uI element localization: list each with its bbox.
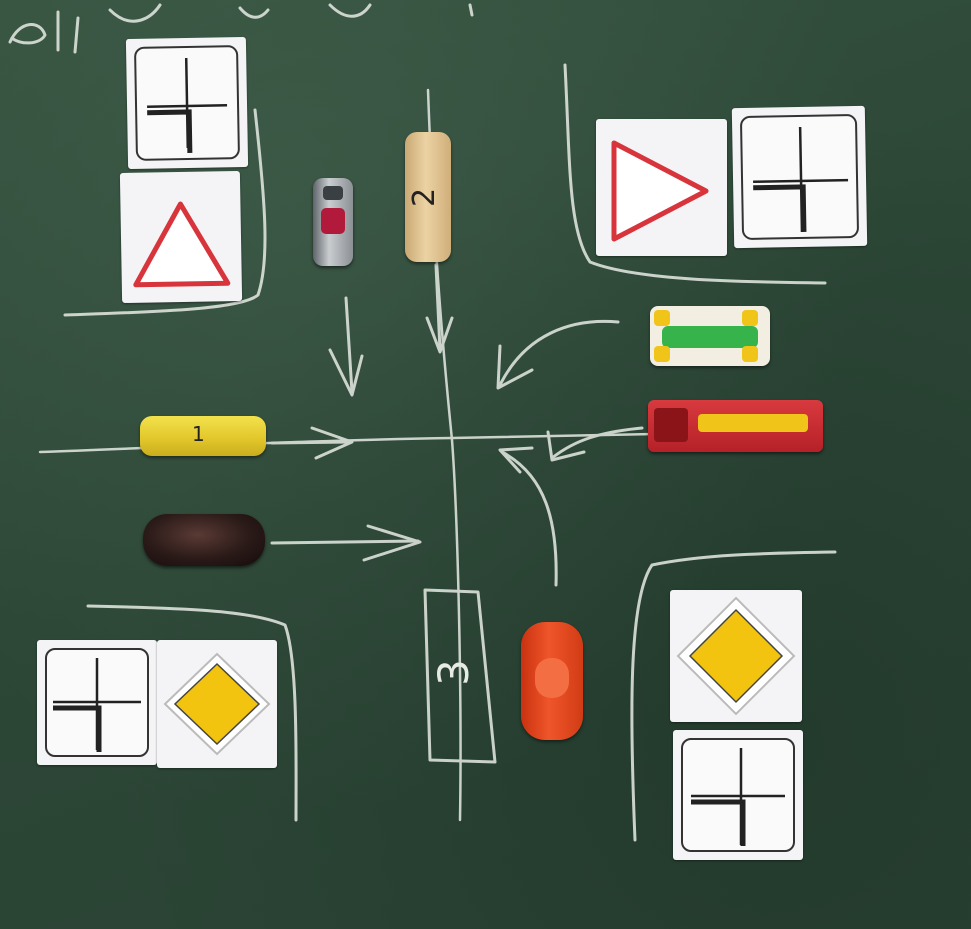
black-car (143, 514, 265, 566)
toy-car-2: 2 (405, 132, 451, 262)
priority-road-sign-se (670, 590, 802, 722)
intersection-scheme-sign-ne (731, 105, 868, 249)
intersection-scheme-sign-se (673, 730, 803, 860)
intersection-scheme-sign-nw (125, 36, 249, 170)
toy-car-1: 1 (140, 416, 266, 456)
yield-sign-nw (119, 170, 243, 304)
yield-sign-ne (596, 119, 727, 256)
silver-car (313, 178, 353, 266)
car-1-label: 1 (192, 422, 205, 446)
priority-road-sign-sw (157, 640, 277, 768)
car-2-label: 2 (407, 187, 443, 208)
red-bus (648, 400, 823, 452)
orange-car (521, 622, 583, 740)
intersection-scheme-sign-sw (37, 640, 157, 765)
car-3-label: 3 (428, 659, 478, 686)
green-racecar (650, 306, 770, 366)
